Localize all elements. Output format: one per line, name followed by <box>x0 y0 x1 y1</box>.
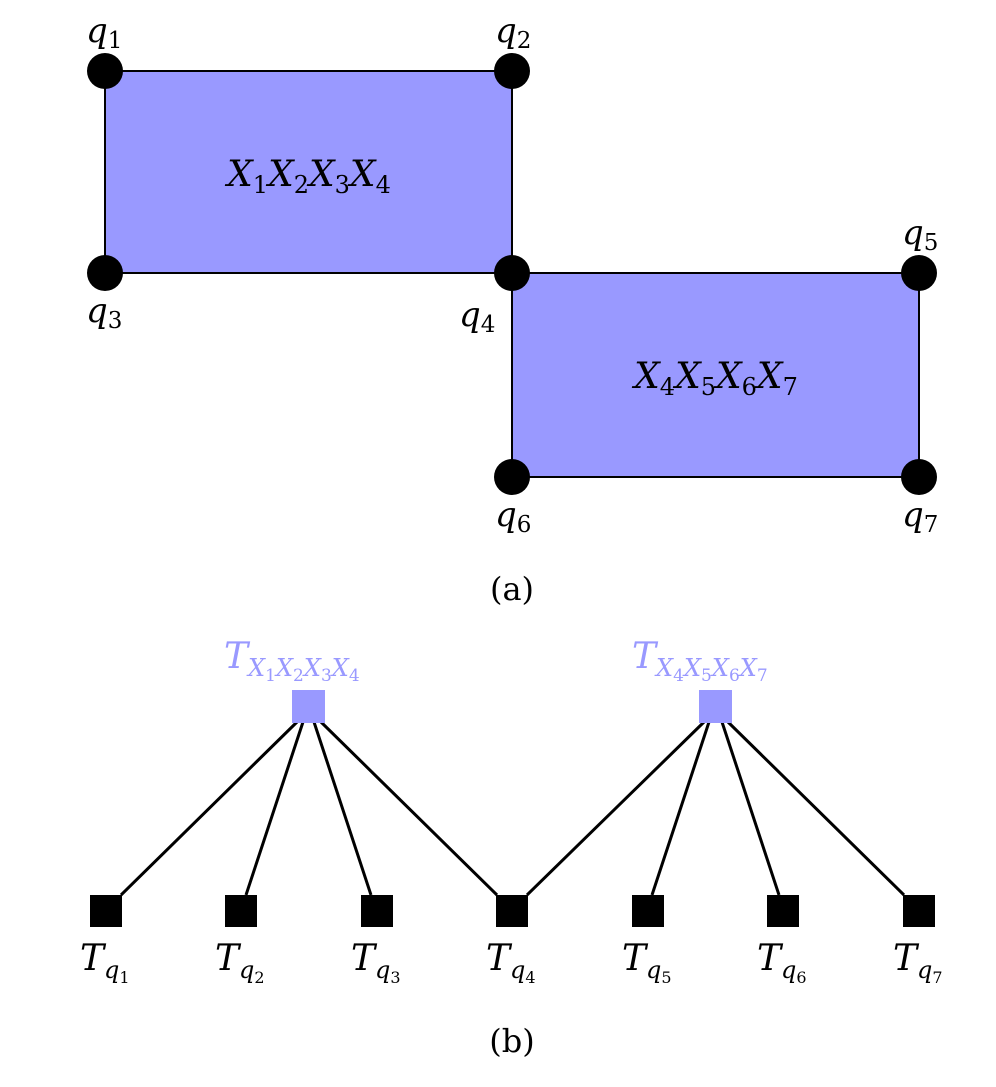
qubit-node-q6 <box>494 459 530 495</box>
caption-a: (a) <box>490 570 534 608</box>
qubit-tensor-label-q7: Tq7 <box>893 938 943 987</box>
edge-tp2-q5 <box>650 721 711 896</box>
qubit-tensor-label-q2: Tq2 <box>215 938 265 987</box>
qubit-node-q3 <box>87 255 123 291</box>
plaquette-tensor-2 <box>699 690 732 723</box>
caption-b: (b) <box>489 1022 534 1060</box>
qubit-node-q2 <box>494 53 530 89</box>
qubit-tensor-q6 <box>767 895 799 927</box>
edge-tp2-q7 <box>726 720 906 897</box>
edge-tp1-q1 <box>119 720 299 897</box>
qubit-node-q7 <box>901 459 937 495</box>
qubit-node-q4 <box>494 255 530 291</box>
plaquette-2 <box>511 272 920 478</box>
qubit-tensor-q3 <box>361 895 393 927</box>
plaquette-1-label: X1X2X3X4 <box>224 154 391 199</box>
edge-tp1-q3 <box>312 721 373 896</box>
plaquette-tensor-2-label: TX4X5X6X7 <box>632 636 768 686</box>
edge-tp2-q4 <box>525 720 706 897</box>
qubit-tensor-q5 <box>632 895 664 927</box>
edge-tp2-q6 <box>720 721 781 896</box>
qubit-tensor-q2 <box>225 895 257 927</box>
qubit-tensor-q4 <box>496 895 528 927</box>
qubit-tensor-q7 <box>903 895 935 927</box>
qubit-label-q3: q3 <box>86 291 122 334</box>
qubit-label-q2: q2 <box>495 11 531 54</box>
edge-tp1-q4 <box>319 720 499 897</box>
plaquette-1 <box>104 70 513 274</box>
qubit-tensor-label-q3: Tq3 <box>351 938 401 987</box>
qubit-node-q5 <box>901 255 937 291</box>
qubit-tensor-label-q5: Tq5 <box>622 938 672 987</box>
qubit-tensor-q1 <box>90 895 122 927</box>
qubit-tensor-label-q6: Tq6 <box>757 938 807 987</box>
plaquette-2-label: X4X5X6X7 <box>631 356 798 401</box>
qubit-label-q4: q4 <box>459 295 495 338</box>
qubit-label-q6: q6 <box>495 495 531 538</box>
panel-b: TX1X2X3X4 TX4X5X6X7 Tq1 Tq2 Tq3 Tq4 Tq5 … <box>80 636 943 1060</box>
edge-tp1-q2 <box>244 721 305 896</box>
qubit-label-q1: q1 <box>86 11 122 54</box>
panel-a: X1X2X3X4 X4X5X6X7 q1 q2 q3 q4 q5 q6 q7 (… <box>86 11 938 608</box>
plaquette-tensor-1 <box>292 690 325 723</box>
plaquette-tensor-1-label: TX1X2X3X4 <box>224 636 360 686</box>
qubit-label-q7: q7 <box>902 495 938 538</box>
qubit-tensor-label-q1: Tq1 <box>80 938 130 987</box>
qubit-label-q5: q5 <box>902 213 938 256</box>
qubit-tensor-label-q4: Tq4 <box>486 938 536 987</box>
qubit-node-q1 <box>87 53 123 89</box>
